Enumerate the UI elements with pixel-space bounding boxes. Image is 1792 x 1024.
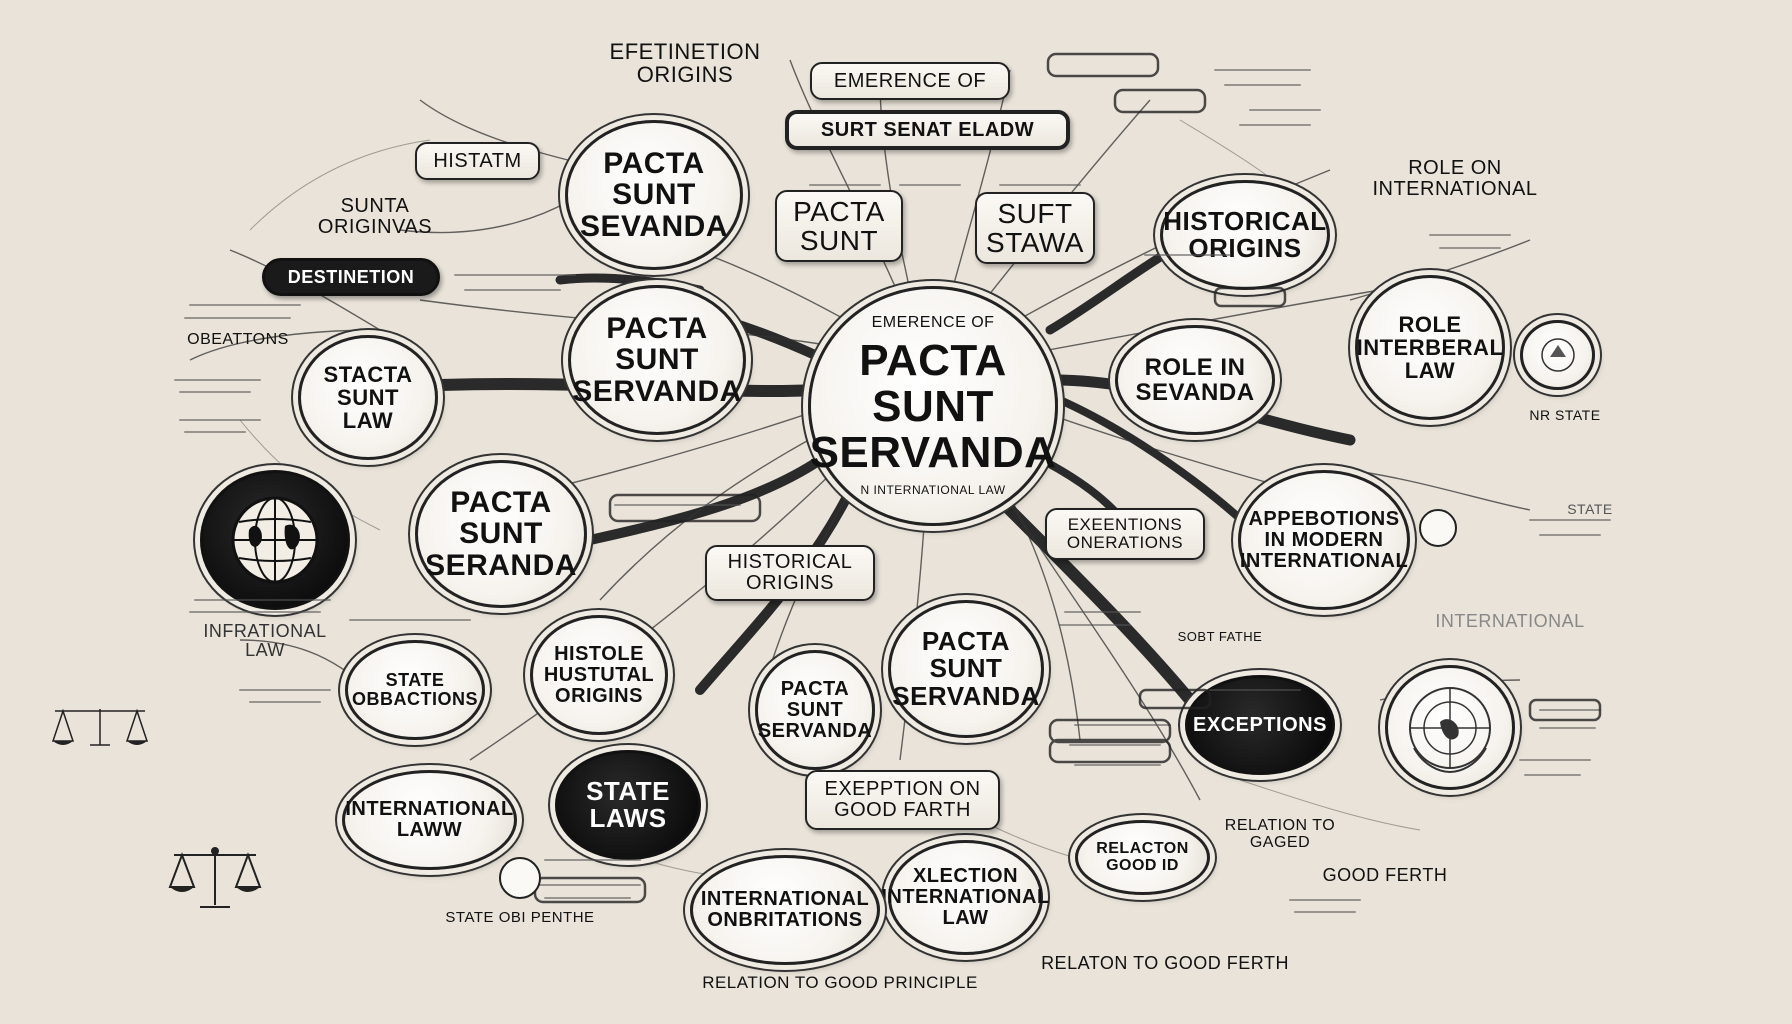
label-relation-to-gaged: RELATION TO GAGED [1224, 817, 1336, 851]
center-top-label: EMERENCE OF [871, 314, 995, 332]
connector-band [585, 455, 825, 545]
node-stacta-law[interactable]: STACTA SUNT LAW [298, 335, 438, 460]
label-sunta-origins: SUNTA ORIGINVAS [317, 195, 433, 238]
node-role-interberal[interactable]: ROLE INTERBERAL LAW [1355, 275, 1505, 420]
box-historical-origins[interactable]: HISTORICAL ORIGINS [705, 545, 875, 601]
node-relacton[interactable]: RELACTON GOOD ID [1075, 820, 1210, 895]
label-destinition-origins: EFETINETION ORIGINS [609, 39, 761, 88]
label-nr-state: NR STATE [1529, 407, 1601, 423]
globe-glyph-icon [231, 496, 319, 584]
label-relation-good-principle: RELATION TO GOOD PRINCIPLE [702, 973, 978, 992]
seal-glyph-icon [1540, 338, 1575, 372]
label-international-faded: INTERNATIONAL [1435, 611, 1585, 631]
node-pacta-left[interactable]: PACTA SUNT SERANDA [415, 460, 587, 608]
connector-band [994, 494, 1196, 706]
node-international-obritations[interactable]: INTERNATIONAL ONBRITATIONS [690, 855, 880, 965]
node-appebotions[interactable]: APPEBOTIONS IN MODERN INTERNATIONAL [1238, 470, 1410, 610]
center-bottom-label: N INTERNATIONAL LAW [860, 483, 1006, 498]
node-state-laws[interactable]: STATE LAWS [555, 750, 701, 860]
label-role-on-international: ROLE ON INTERNATIONAL [1372, 157, 1538, 200]
box-emerence[interactable]: EMERENCE OF [810, 62, 1010, 100]
box-exepption[interactable]: EXEPPTION ON GOOD FARTH [805, 770, 1000, 830]
box-suvt[interactable]: SURT SENAT ELADW [785, 110, 1070, 150]
pill-destinition[interactable]: DESTINETION [262, 258, 440, 296]
node-exceptions-dark[interactable]: EXCEPTIONS [1185, 675, 1335, 775]
node-pacta-bottom[interactable]: PACTA SUNT SERVANDA [888, 600, 1044, 738]
scales-of-justice-icon [51, 708, 149, 746]
node-role-sevanda[interactable]: ROLE IN SEVANDA [1115, 325, 1275, 435]
connector-band [555, 273, 705, 295]
seal-icon [1520, 320, 1595, 390]
label-sobt-fathe: SOBT FATHE [1177, 629, 1263, 644]
box-pacta-sunt[interactable]: PACTA SUNT [775, 190, 903, 262]
center-node[interactable]: EMERENCE OF PACTA SUNT SERVANDA N INTERN… [808, 286, 1058, 526]
box-exeentions[interactable]: EXEENTIONS ONERATIONS [1045, 508, 1205, 560]
emblem-glyph-icon [1409, 686, 1491, 773]
box-histatm[interactable]: HISTATM [415, 142, 540, 180]
un-emblem-icon [1385, 665, 1515, 790]
node-state-obbactions[interactable]: STATE OBBACTIONS [345, 640, 485, 740]
node-pacta-mid-left[interactable]: PACTA SUNT SERVANDA [568, 285, 746, 435]
node-histole[interactable]: HISTOLE HUSTUTAL ORIGINS [530, 615, 668, 735]
label-state-right: STATE [1567, 501, 1613, 517]
label-state-obi-penthe: STATE OBI PENTHE [445, 909, 595, 926]
node-xlection[interactable]: XLECTION INTERNATIONAL LAW [881, 840, 1049, 955]
node-pacta-small[interactable]: PACTA SUNT SERVANDA [755, 650, 875, 770]
node-international-law[interactable]: INTERNATIONAL LAWW [342, 770, 517, 870]
label-infrational-law: INFRATIONAL LAW [203, 621, 327, 660]
scales-of-justice-icon [168, 847, 262, 908]
box-suft-stawa[interactable]: SUFT STAWA [975, 192, 1095, 264]
globe-icon [200, 470, 350, 610]
label-good-ferth: GOOD FERTH [1322, 865, 1448, 885]
label-obeations: OBEATTONS [187, 331, 289, 348]
center-title: PACTA SUNT SERVANDA [809, 335, 1057, 478]
label-relaton-good-ferth: RELATON TO GOOD FERTH [1041, 953, 1289, 973]
node-pacta-top[interactable]: PACTA SUNT SEVANDA [565, 120, 743, 270]
